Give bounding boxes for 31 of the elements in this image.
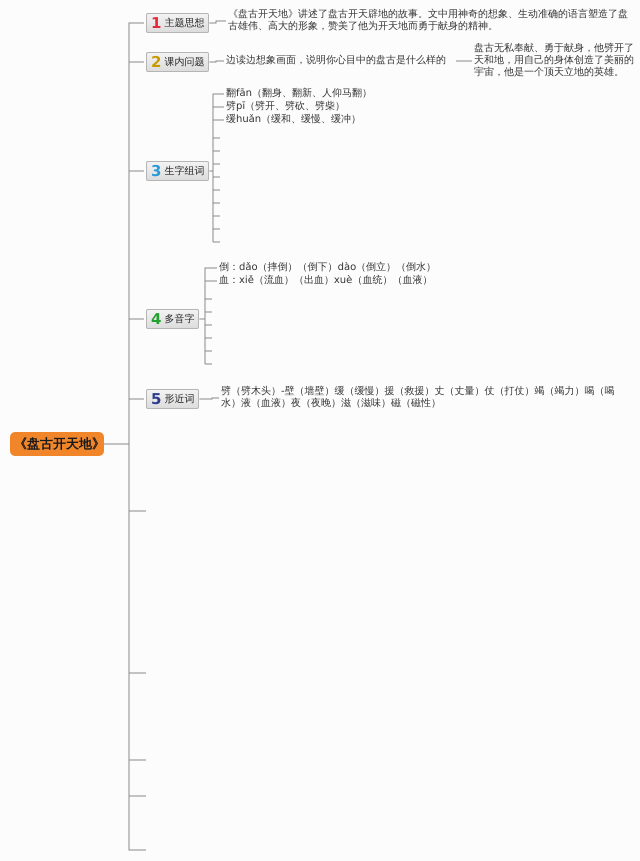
topic-box — [146, 389, 200, 409]
topic-number: 5 — [151, 391, 162, 407]
topic-box — [146, 52, 210, 72]
note-text: 边读边想象画面，说明你心目中的盘古是什么样的 — [226, 55, 447, 67]
branch-line — [456, 60, 472, 62]
central-topic: 《盘古开天地》 — [10, 432, 104, 456]
topic-box — [146, 13, 210, 33]
topic-box — [146, 161, 210, 181]
note-text: 劈pī（劈开、劈砍、劈柴） — [226, 101, 346, 113]
topic-label: 形近词 — [164, 392, 194, 406]
note-text: 劈（劈木头）-壁（墙壁）缓（缓慢）援（救援）丈（丈量）仗（打仗）竭（竭力）喝（喝水）液（血液）夜（夜晚）滋（滋味）磁（磁性） — [221, 386, 616, 410]
note-text: 血：xiě（流血）（出血）xuè（血统）（血液） — [219, 275, 434, 287]
topic-label: 多音字 — [164, 312, 194, 326]
note-text: 《盘古开天地》讲述了盘古开天辟地的故事。文中用神奇的想象、生动准确的语言塑造了盘古雄伟、高大的形象，赞美了他为开天地而勇于献身的精神。 — [228, 9, 628, 33]
note-text: 缓huǎn（缓和、缓慢、缓冲） — [226, 114, 362, 126]
topic-label: 生字组词 — [164, 164, 204, 178]
note-text: 盘古无私奉献、勇于献身，他劈开了天和地，用自己的身体创造了美丽的宇宙，他是一个顶天立地的英雄。 — [474, 43, 635, 79]
topic-number: 2 — [151, 54, 162, 70]
topic-number: 1 — [151, 15, 162, 31]
branch-line — [198, 280, 218, 320]
note-text: 翻fān（翻身、翻新、人仰马翻） — [226, 88, 373, 100]
topic-label: 主题思想 — [164, 16, 204, 30]
topic-box — [146, 309, 200, 329]
note-text: 倒：dǎo（摔倒）（倒下）dào（倒立）（倒水） — [219, 262, 438, 274]
branch-line — [208, 20, 226, 24]
topic-number: 4 — [151, 311, 162, 327]
topic-label: 课内问题 — [164, 56, 204, 69]
branch-line — [208, 60, 224, 62]
branch-line — [208, 120, 224, 172]
topic-number: 3 — [151, 163, 162, 179]
branch-line — [198, 398, 220, 400]
